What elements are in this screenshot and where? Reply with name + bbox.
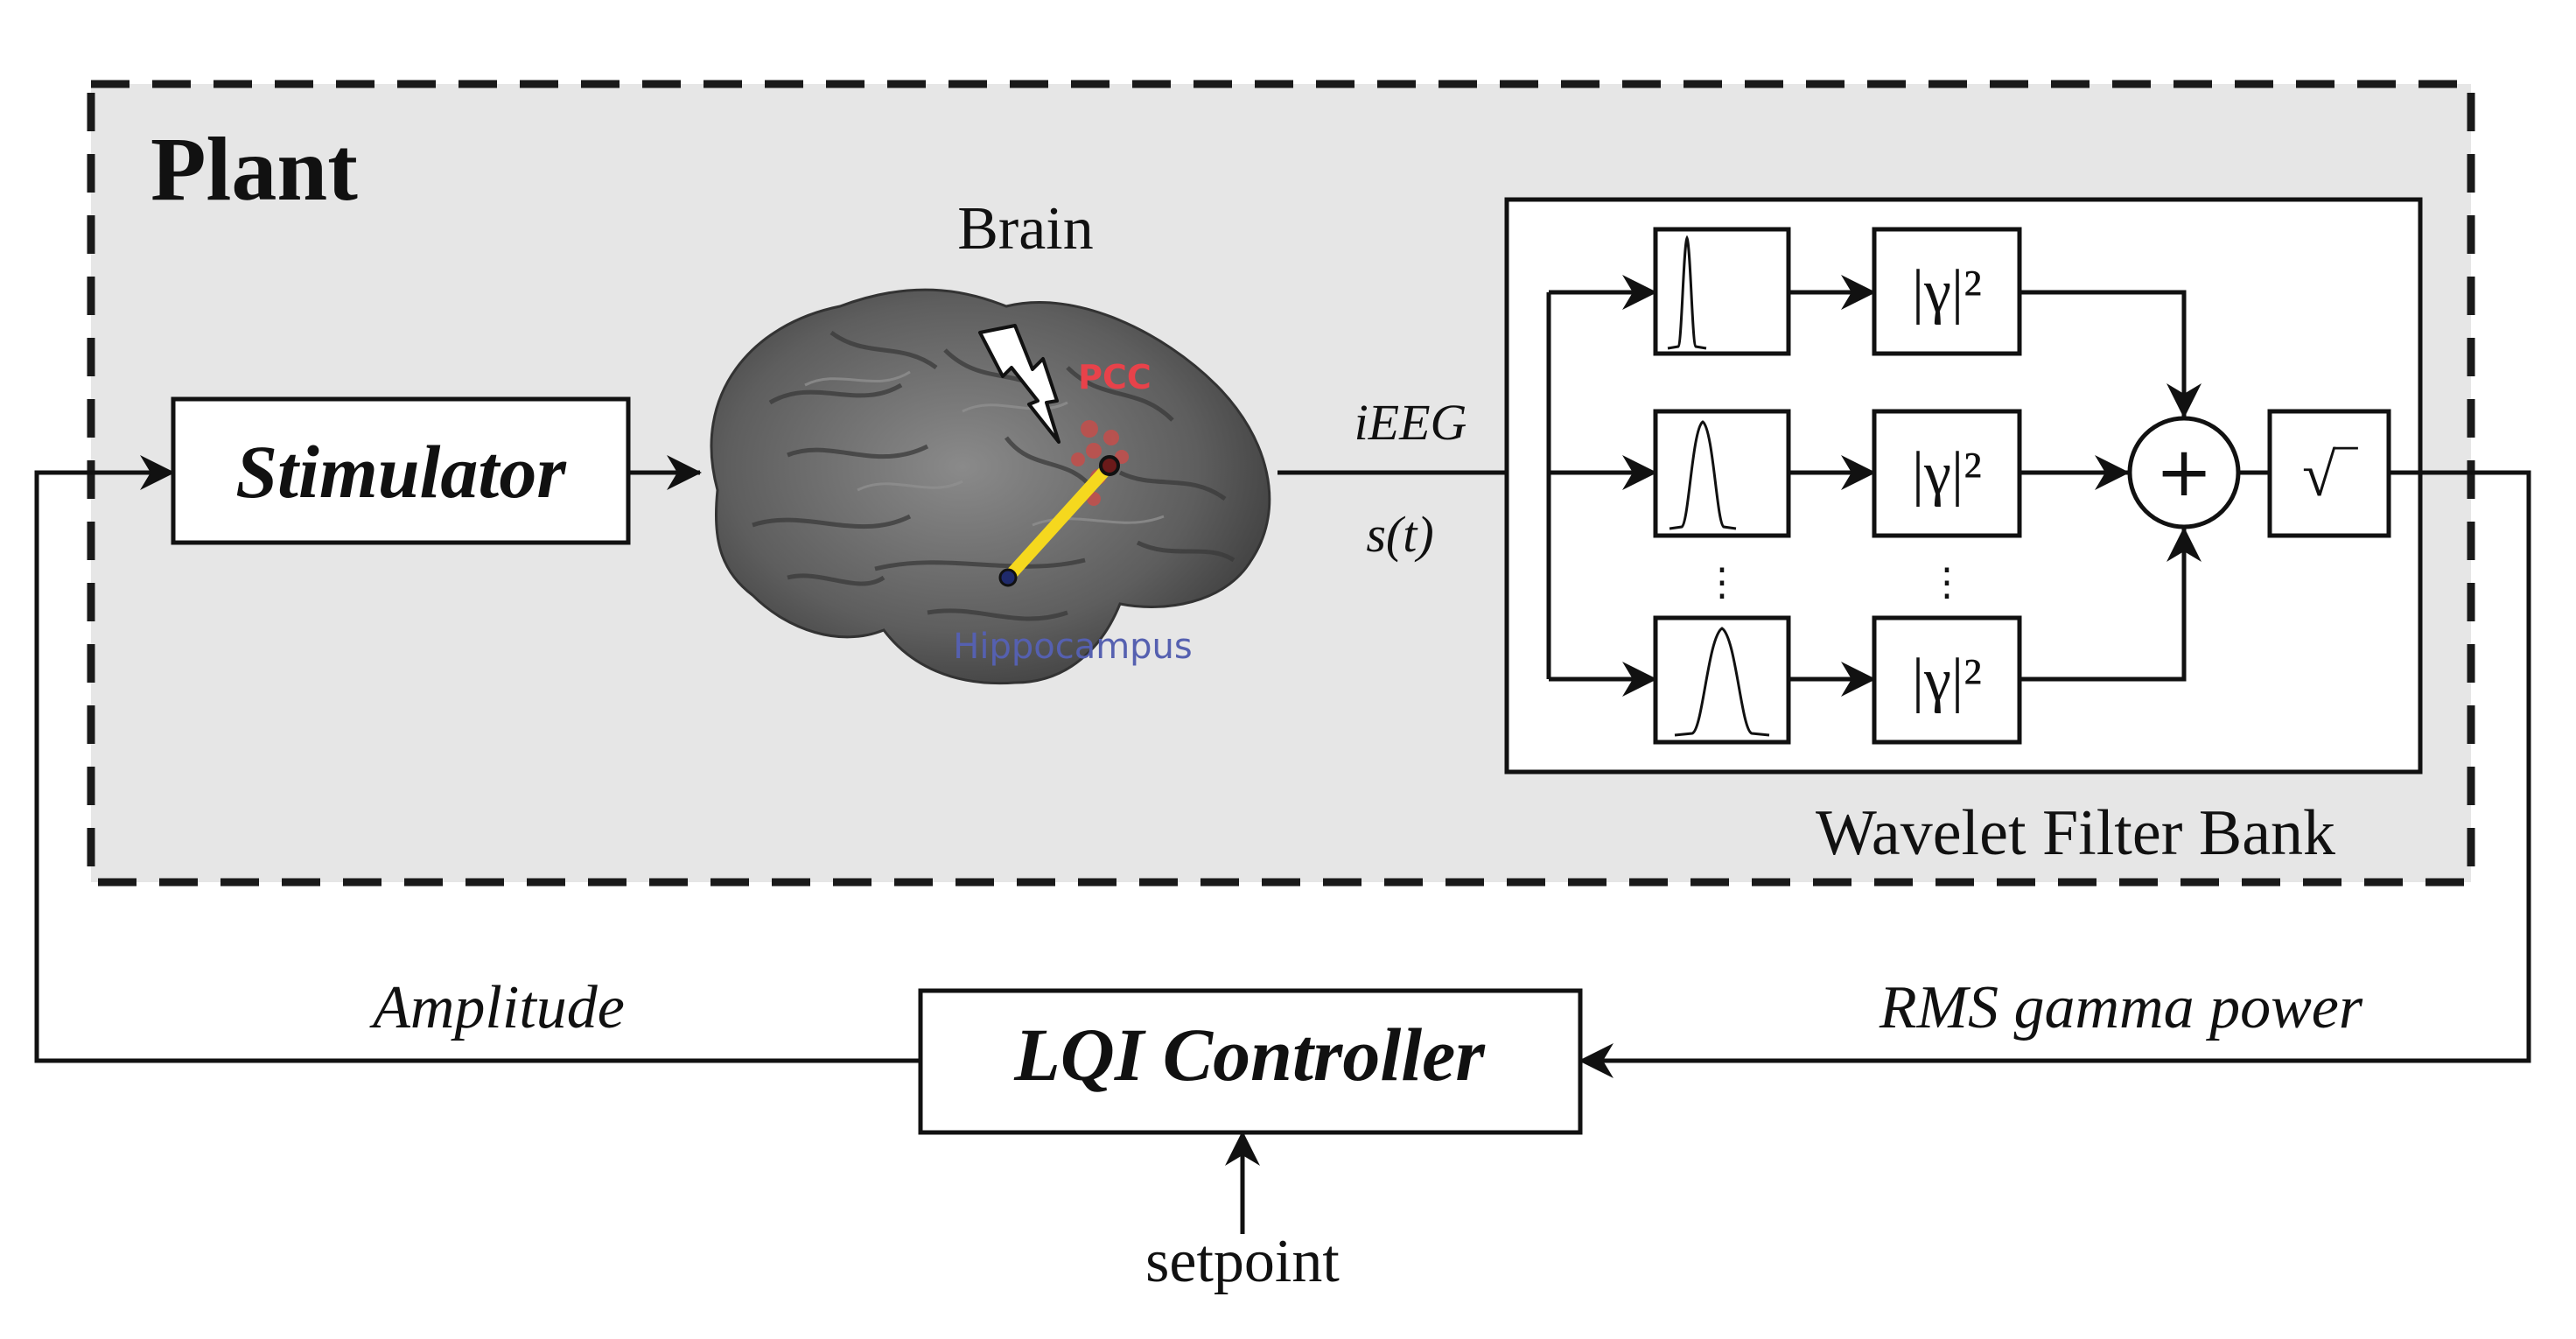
ieeg-label: iEEG (1354, 394, 1467, 451)
lightning-icon (978, 324, 1060, 444)
power-label-2: |γ|² (1912, 440, 1982, 508)
wavelet-filter-3 (1653, 615, 1791, 745)
sqrt-block (2267, 409, 2391, 538)
wavelet-filter-1 (1653, 227, 1791, 356)
pcc-label: PCC (1078, 358, 1152, 396)
sqrt-symbol: √‾ (2302, 442, 2358, 509)
brain-illustration (710, 288, 1271, 685)
lqi-controller-label: LQI Controller (1013, 1013, 1486, 1097)
signal-st-label: s(t) (1366, 506, 1433, 563)
rms-feedback-line (1578, 470, 2531, 1078)
amplitude-line (34, 455, 920, 1063)
power-block-3 (1872, 615, 2022, 745)
amplitude-label: Amplitude (369, 974, 625, 1041)
power-label-1: |γ|² (1912, 258, 1982, 326)
rms-gamma-power-label: RMS gamma power (1879, 974, 2363, 1041)
stimulator-block (171, 396, 631, 545)
stimulator-label: Stimulator (235, 430, 567, 514)
wavelet-filter-2 (1653, 409, 1791, 538)
plant-title: Plant (150, 119, 358, 220)
power-block-1 (1872, 227, 2022, 356)
filter-ellipsis: ⋮ (1703, 561, 1741, 604)
sum-symbol: + (2155, 433, 2212, 512)
brain-label: Brain (957, 195, 1094, 263)
power-label-3: |γ|² (1912, 647, 1982, 714)
wavelet-filter-bank-label: Wavelet Filter Bank (1816, 797, 2335, 869)
power-ellipsis: ⋮ (1928, 561, 1966, 604)
setpoint-label: setpoint (1145, 1228, 1340, 1295)
hippocampus-label: Hippocampus (953, 627, 1193, 667)
